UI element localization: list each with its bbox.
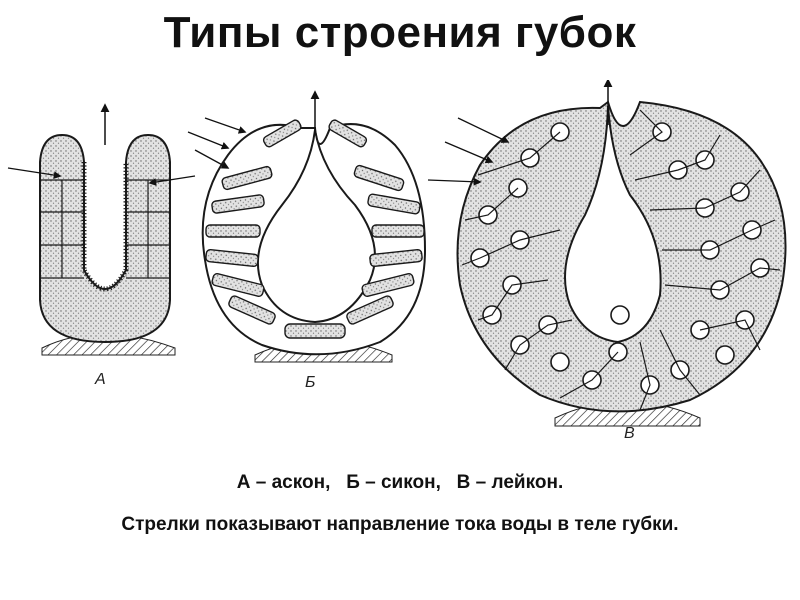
caption-types: А – аскон, Б – сикон, В – лейкон. xyxy=(236,472,564,493)
askon-body xyxy=(39,133,171,344)
sikon-inflow-arrow-3 xyxy=(194,149,230,169)
sikon-inflow-arrow-2 xyxy=(187,131,230,150)
sikon-diagram: Б xyxy=(187,90,427,391)
askon-inflow-arrow-right xyxy=(148,175,196,186)
leikon-label: В xyxy=(624,425,635,442)
sponge-structure-figure: А xyxy=(7,80,787,442)
caption-note: Стрелки показывают направление тока воды… xyxy=(121,514,679,535)
leikon-inflow-arrow-1 xyxy=(457,117,510,143)
leikon-inflow-arrow-2 xyxy=(444,141,494,164)
askon-label: А xyxy=(94,371,106,388)
leikon-diagram: В xyxy=(427,80,787,442)
sikon-label: Б xyxy=(305,374,315,391)
sikon-inflow-arrow-1 xyxy=(204,117,247,134)
slide-title: Типы строения губок xyxy=(163,8,637,57)
askon-inflow-arrow-left xyxy=(7,167,62,179)
askon-diagram: А xyxy=(7,103,196,388)
leikon-inflow-arrow-3 xyxy=(427,177,482,186)
